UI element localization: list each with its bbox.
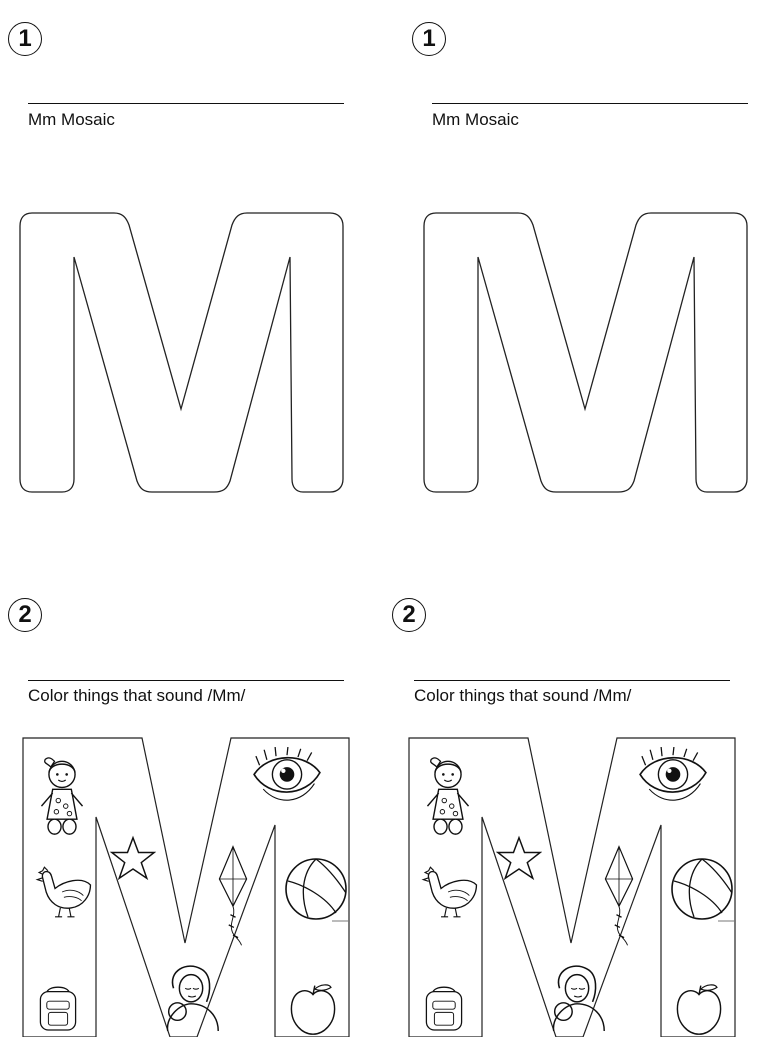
activity-caption: Mm Mosaic: [28, 110, 115, 129]
letter-m-picture-grid: [408, 737, 736, 1037]
name-line: [432, 103, 748, 104]
panel-color-sounds-right: 2 Color things that sound /Mm/: [384, 580, 768, 1024]
panel-mosaic-left: 1 Mm Mosaic: [0, 0, 384, 560]
activity-caption: Color things that sound /Mm/: [28, 686, 246, 705]
letter-m-outline: [422, 211, 750, 495]
panel-color-sounds-left: 2 Color things that sound /Mm/: [0, 580, 384, 1024]
activity-caption: Mm Mosaic: [432, 110, 519, 129]
letter-m-outline: [18, 211, 346, 495]
step-number-badge: 2: [8, 598, 42, 632]
activity-caption: Color things that sound /Mm/: [414, 686, 632, 705]
name-line: [28, 103, 344, 104]
step-number-badge: 1: [8, 22, 42, 56]
name-line: [28, 680, 344, 681]
letter-m-picture-grid: [22, 737, 350, 1037]
name-line: [414, 680, 730, 681]
step-number-badge: 2: [392, 598, 426, 632]
panel-mosaic-right: 1 Mm Mosaic: [384, 0, 768, 560]
step-number-badge: 1: [412, 22, 446, 56]
